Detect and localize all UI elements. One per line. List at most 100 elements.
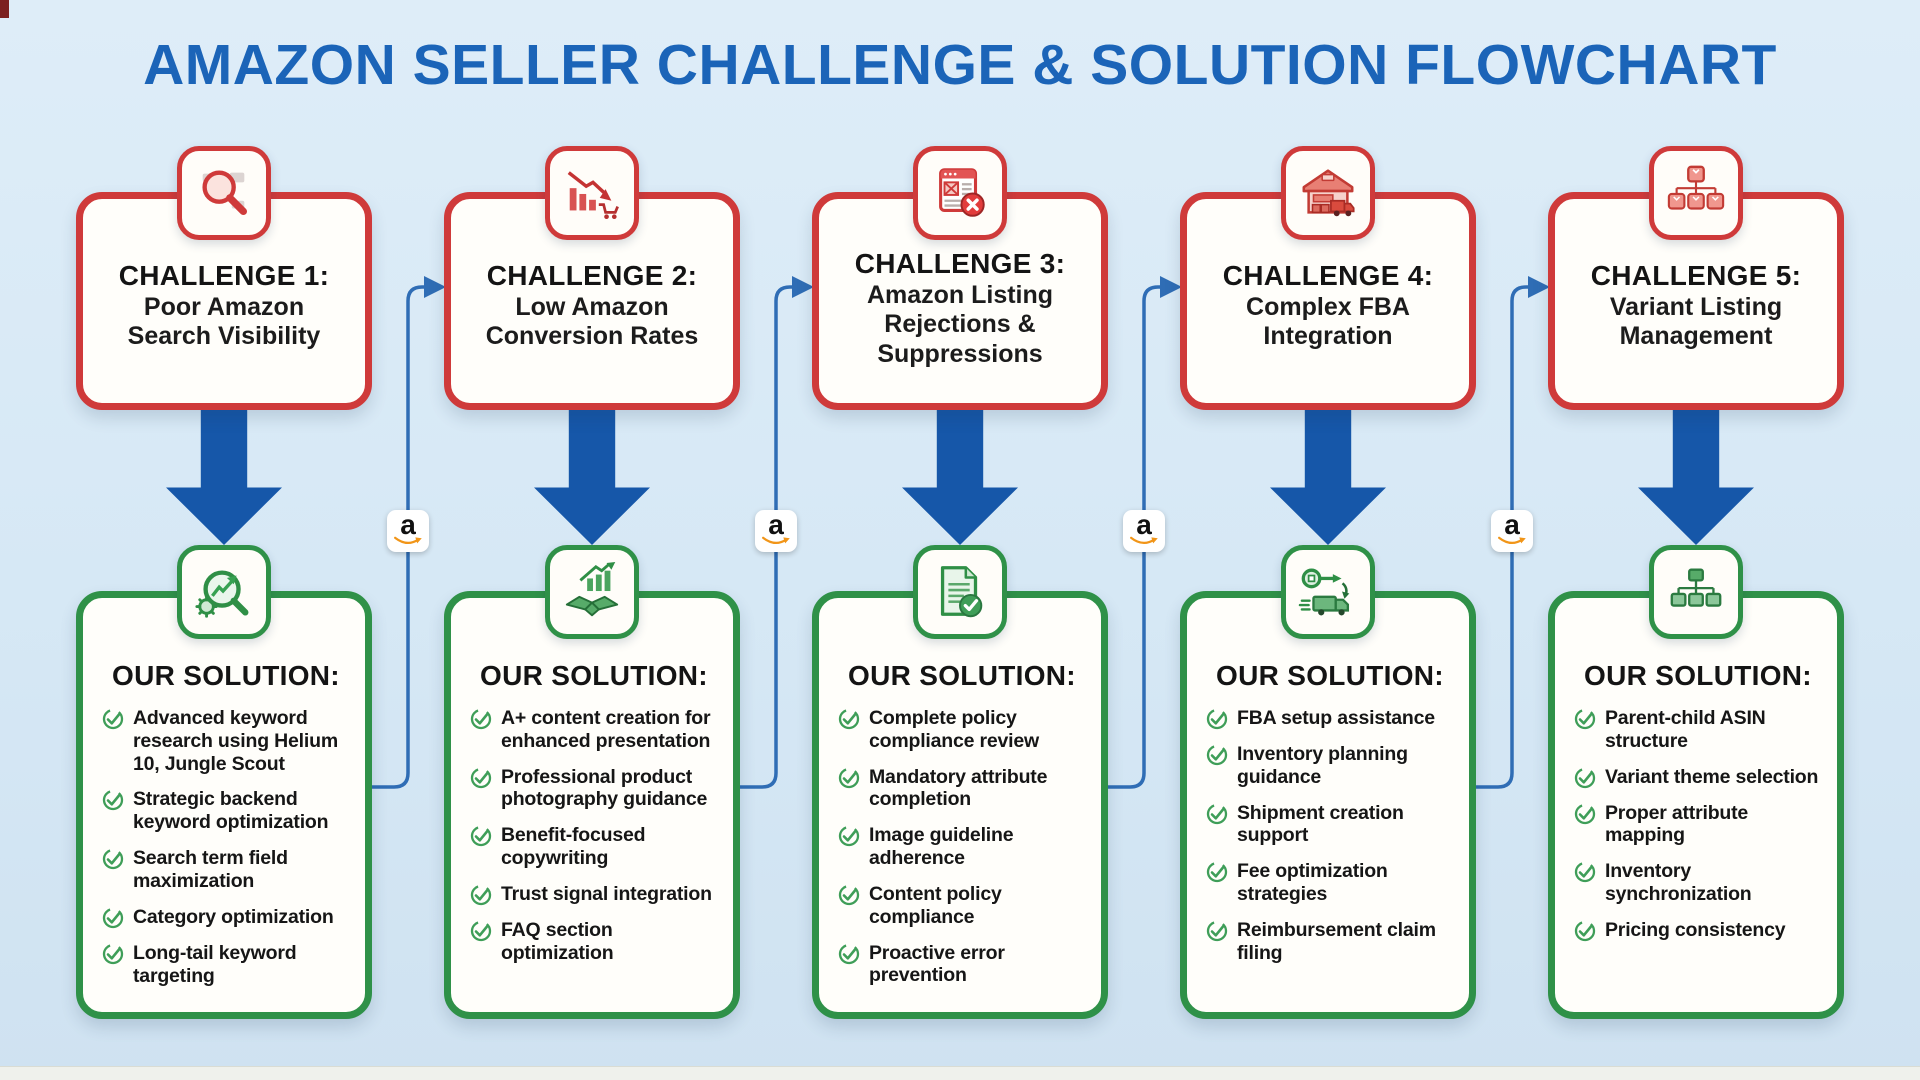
challenge-subtitle-line: Suppressions <box>877 339 1043 368</box>
solution-list-item: Variant theme selection <box>1574 766 1829 789</box>
check-circle-icon <box>102 790 124 811</box>
solution-icon-badge <box>1649 545 1743 639</box>
solution-list-item: Mandatory attribute completion <box>838 766 1093 812</box>
check-circle-icon <box>1574 708 1596 730</box>
check-circle-icon <box>470 708 492 730</box>
amazon-smile-icon <box>1130 536 1158 545</box>
check-circle-icon <box>102 943 124 964</box>
solution-list-item: Inventory synchronization <box>1574 860 1829 906</box>
challenge-subtitle-line: Management <box>1619 322 1773 351</box>
solution-list-item: Content policy compliance <box>838 883 1093 929</box>
solution-list-item: Proactive error prevention <box>838 942 1093 988</box>
check-circle-icon <box>1206 744 1228 766</box>
solution-list-item: FAQ section optimization <box>470 919 725 965</box>
variant-shirts-icon <box>1667 165 1725 210</box>
solution-list-item: Strategic backend keyword optimization <box>102 788 357 834</box>
challenge-box-2: CHALLENGE 2: Low Amazon Conversion Rates <box>444 192 740 410</box>
solution-heading: OUR SOLUTION: <box>848 660 1076 691</box>
challenge-title: CHALLENGE 3: <box>854 248 1066 279</box>
solution-list-item: Advanced keyword research using Helium 1… <box>102 707 357 775</box>
challenge-icon-badge <box>545 146 639 240</box>
solution-list-item: Parent-child ASIN structure <box>1574 707 1829 753</box>
amazon-logo: a <box>1504 508 1520 540</box>
declining-chart-cart-icon <box>567 171 619 220</box>
parent-child-structure-icon <box>1670 568 1722 607</box>
challenge-subtitle-line: Complex FBA <box>1246 292 1410 321</box>
solution-list-item: FBA setup assistance <box>1206 707 1461 730</box>
solution-list-item: Shipment creation support <box>1206 802 1461 848</box>
challenge-title: CHALLENGE 5: <box>1590 260 1802 291</box>
solution-list-item: Pricing consistency <box>1574 919 1829 942</box>
challenge-subtitle-line: Conversion Rates <box>485 322 699 351</box>
warehouse-truck-icon <box>1302 169 1355 217</box>
solution-icon-badge <box>1281 545 1375 639</box>
solution-list-item: Professional product photography guidanc… <box>470 766 725 812</box>
challenge-subtitle-line: Rejections & <box>884 310 1036 339</box>
solution-list-item: A+ content creation for enhanced present… <box>470 707 725 753</box>
check-circle-icon <box>838 826 860 847</box>
check-circle-icon <box>470 920 492 942</box>
challenge-icon-badge <box>1281 146 1375 240</box>
solution-box-2: OUR SOLUTION: A+ content creation for en… <box>444 591 740 1019</box>
check-circle-icon <box>1574 862 1596 883</box>
challenge-icon-badge <box>913 146 1007 240</box>
rejected-listing-icon <box>939 168 985 217</box>
check-circle-icon <box>838 943 860 964</box>
search-magnifier-icon <box>202 170 248 216</box>
challenge-title: CHALLENGE 1: <box>118 260 330 291</box>
amazon-logo: a <box>768 508 784 540</box>
check-circle-icon <box>1574 803 1596 824</box>
amazon-logo-badge: a <box>387 510 429 552</box>
solution-list-item: Reimbursement claim filing <box>1206 919 1461 965</box>
solution-box-4: OUR SOLUTION: FBA setup assistance Inven… <box>1180 591 1476 1019</box>
check-circle-icon <box>1206 920 1228 942</box>
solution-list-item: Fee optimization strategies <box>1206 860 1461 906</box>
amazon-smile-icon <box>762 536 790 545</box>
bottom-border-band <box>0 1066 1920 1080</box>
policy-checklist-icon <box>940 566 983 618</box>
solution-list-item: Complete policy compliance review <box>838 707 1093 753</box>
solution-list-item: Proper attribute mapping <box>1574 802 1829 848</box>
solution-heading: OUR SOLUTION: <box>480 660 708 691</box>
challenge-subtitle-line: Variant Listing <box>1609 292 1783 321</box>
check-circle-icon <box>470 884 492 906</box>
handshake-growth-icon <box>565 561 619 617</box>
solution-list-item: Image guideline adherence <box>838 824 1093 870</box>
challenge-box-3: CHALLENGE 3: Amazon Listing Rejections &… <box>812 192 1108 410</box>
check-circle-icon <box>1574 920 1596 942</box>
amazon-smile-icon <box>394 536 422 545</box>
challenge-subtitle-line: Low Amazon <box>515 292 669 321</box>
solution-icon-badge <box>545 545 639 639</box>
solution-box-1: OUR SOLUTION: Advanced keyword research … <box>76 591 372 1019</box>
check-circle-icon <box>1206 862 1228 883</box>
solution-list-item: Trust signal integration <box>470 883 725 906</box>
challenge-title: CHALLENGE 2: <box>486 260 698 291</box>
check-circle-icon <box>838 708 860 730</box>
check-circle-icon <box>102 708 124 730</box>
solution-heading: OUR SOLUTION: <box>112 660 340 691</box>
check-circle-icon <box>838 884 860 906</box>
scan-artifact-mark <box>0 0 9 18</box>
check-circle-icon <box>1574 767 1596 788</box>
amazon-smile-icon <box>1498 536 1526 545</box>
key-truck-icon <box>1298 568 1350 616</box>
challenge-icon-badge <box>1649 146 1743 240</box>
solution-heading: OUR SOLUTION: <box>1584 660 1812 691</box>
solution-heading: OUR SOLUTION: <box>1216 660 1444 691</box>
keyword-research-magnifier-icon <box>195 570 249 618</box>
challenge-subtitle-line: Amazon Listing <box>866 280 1054 309</box>
challenge-box-5: CHALLENGE 5: Variant Listing Management <box>1548 192 1844 410</box>
check-circle-icon <box>470 767 492 788</box>
challenge-subtitle-line: Search Visibility <box>127 322 321 351</box>
solution-list-item: Inventory planning guidance <box>1206 743 1461 789</box>
check-circle-icon <box>1206 708 1228 730</box>
solution-icon-badge <box>177 545 271 639</box>
check-circle-icon <box>470 826 492 847</box>
amazon-logo: a <box>400 508 416 540</box>
amazon-logo: a <box>1136 508 1152 540</box>
solution-list-item: Search term field maximization <box>102 847 357 893</box>
challenge-title: CHALLENGE 4: <box>1222 260 1434 291</box>
amazon-logo-badge: a <box>755 510 797 552</box>
solution-list-item: Benefit-focused copywriting <box>470 824 725 870</box>
check-circle-icon <box>838 767 860 788</box>
